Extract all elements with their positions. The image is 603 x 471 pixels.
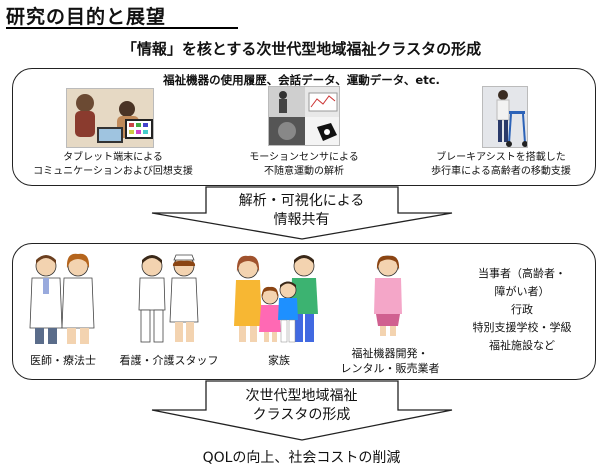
walker-caption-line2: 歩行車による高齢者の移動支援 xyxy=(431,166,571,177)
page-title: 研究の目的と展望 xyxy=(6,6,167,28)
analysis-text: 解析・可視化による 情報共有 xyxy=(0,192,603,230)
other-stakeholders-list: 当事者（高齢者・ 障がい者） 行政 特別支援学校・学級 福祉施設など xyxy=(452,265,592,355)
family-label: 家族 xyxy=(268,354,290,367)
other-stakeholder-item: 障がい者） xyxy=(494,285,550,298)
motion-sensor-photo xyxy=(268,86,340,146)
doctors-illustration xyxy=(29,253,95,344)
outcome-text: QOLの向上、社会コストの削減 xyxy=(202,450,401,466)
other-stakeholder-item: 行政 xyxy=(511,303,533,316)
motion-caption-line1: モーションセンサによる xyxy=(249,152,359,163)
other-stakeholder-item: 福祉施設など xyxy=(489,339,555,352)
cluster-line2: クラスタの形成 xyxy=(252,407,351,423)
motion-sensor-illustration xyxy=(269,87,339,145)
family-illustration xyxy=(234,255,318,343)
walker-caption-line1: ブレーキアシストを搭載した xyxy=(436,152,566,163)
nurses-label: 看護・介護スタッフ xyxy=(119,354,219,367)
nurses-illustration xyxy=(138,254,199,343)
walker-photo xyxy=(482,86,528,148)
tablet-caption: タブレット端末による コミュニケーションおよび回想支援 xyxy=(18,151,208,179)
motion-caption: モーションセンサによる 不随意運動の解析 xyxy=(214,151,394,179)
doctors-label: 医師・療法士 xyxy=(30,354,96,367)
analysis-line1: 解析・可視化による xyxy=(238,193,365,209)
arrow-analysis xyxy=(151,186,453,240)
cluster-text: 次世代型地域福祉 クラスタの形成 xyxy=(0,387,603,425)
tablet-photo xyxy=(66,88,154,148)
dealer-label-line2: レンタル・販売業者 xyxy=(340,362,440,375)
tablet-photo-illustration xyxy=(67,89,153,147)
data-sources-heading: 福祉機器の使用履歴、会話データ、運動データ、etc. xyxy=(163,73,440,87)
diagram-subtitle: 「情報」を核とする次世代型地域福祉クラスタの形成 xyxy=(121,40,482,58)
other-stakeholder-item: 特別支援学校・学級 xyxy=(472,321,572,334)
dealer-label-line1: 福祉機器開発・ xyxy=(351,347,429,360)
walker-illustration xyxy=(483,87,527,147)
tablet-caption-line1: タブレット端末による xyxy=(63,152,163,163)
dealer-illustration xyxy=(374,255,402,336)
analysis-line2: 情報共有 xyxy=(273,212,330,228)
other-stakeholder-item: 当事者（高齢者・ xyxy=(478,267,566,280)
arrow-cluster xyxy=(151,380,453,441)
dealer-label: 福祉機器開発・ レンタル・販売業者 xyxy=(330,346,450,376)
cluster-line1: 次世代型地域福祉 xyxy=(245,388,358,404)
tablet-caption-line2: コミュニケーションおよび回想支援 xyxy=(33,166,193,177)
motion-caption-line2: 不随意運動の解析 xyxy=(264,166,344,177)
walker-caption: ブレーキアシストを搭載した 歩行車による高齢者の移動支援 xyxy=(408,151,594,179)
title-underline xyxy=(6,27,238,29)
